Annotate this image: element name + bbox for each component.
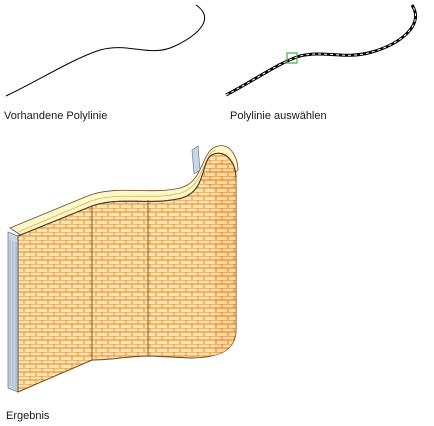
- existing-polyline-panel: [5, 4, 206, 97]
- existing-polyline: [5, 4, 206, 97]
- selected-polyline[interactable]: [225, 4, 418, 97]
- wall-brick-face: [17, 152, 237, 393]
- result-wall: [7, 145, 239, 393]
- caption-existing-polyline: Vorhandene Polylinie: [4, 110, 108, 122]
- caption-result: Ergebnis: [6, 410, 50, 422]
- selection-grip-icon[interactable]: [286, 52, 298, 64]
- selected-polyline-panel: [225, 4, 418, 97]
- caption-select-polyline: Polylinie auswählen: [230, 110, 327, 122]
